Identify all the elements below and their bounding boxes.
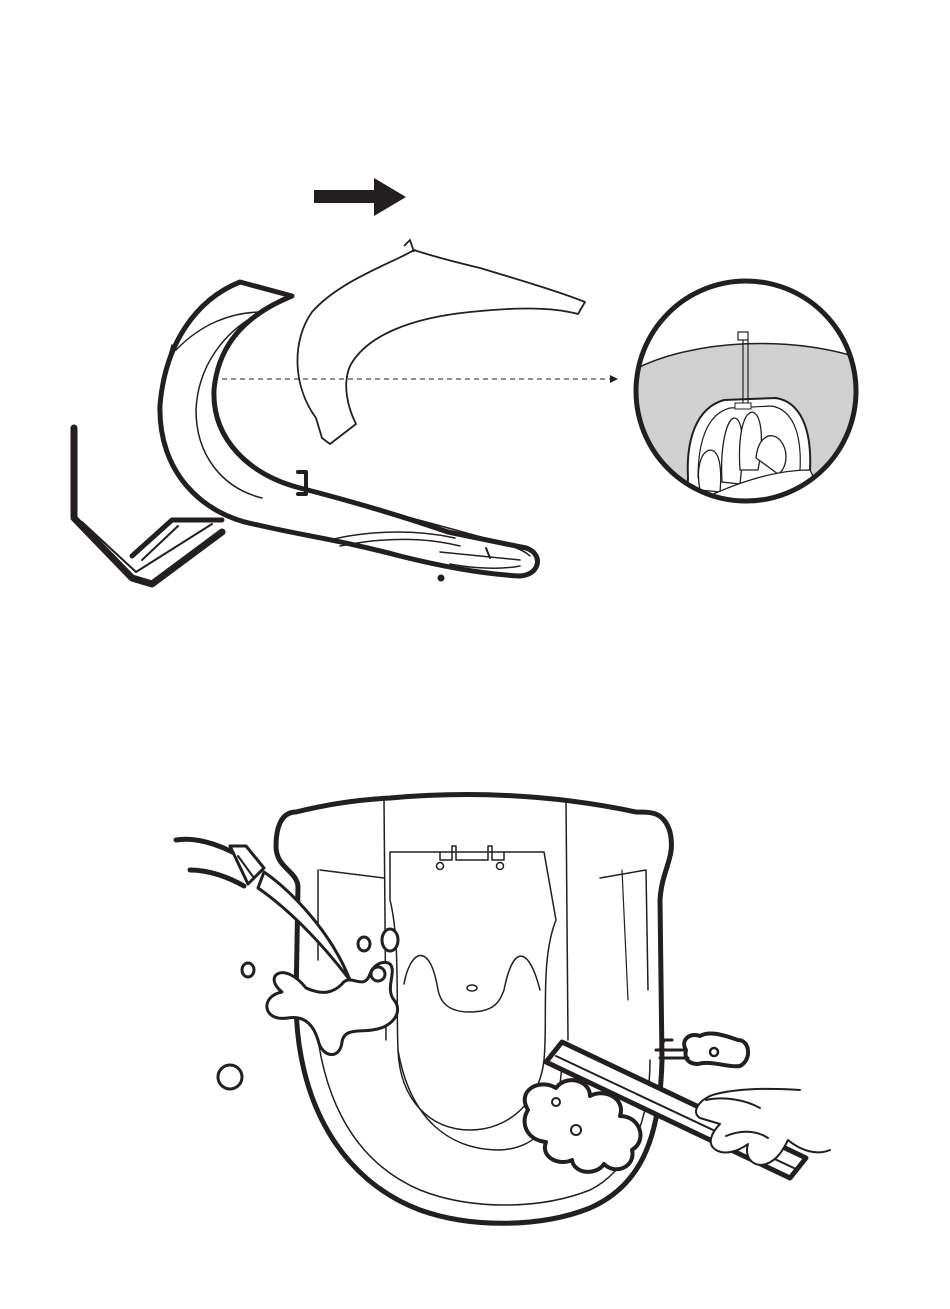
direction-arrow-right-icon — [314, 178, 406, 216]
detail-leader-line — [222, 375, 618, 383]
hose-icon — [176, 839, 264, 886]
removable-cover — [297, 240, 585, 444]
figure-remove-cover — [74, 178, 870, 584]
figure-rinse-and-scrub — [176, 794, 830, 1223]
detail-callout — [630, 280, 870, 510]
